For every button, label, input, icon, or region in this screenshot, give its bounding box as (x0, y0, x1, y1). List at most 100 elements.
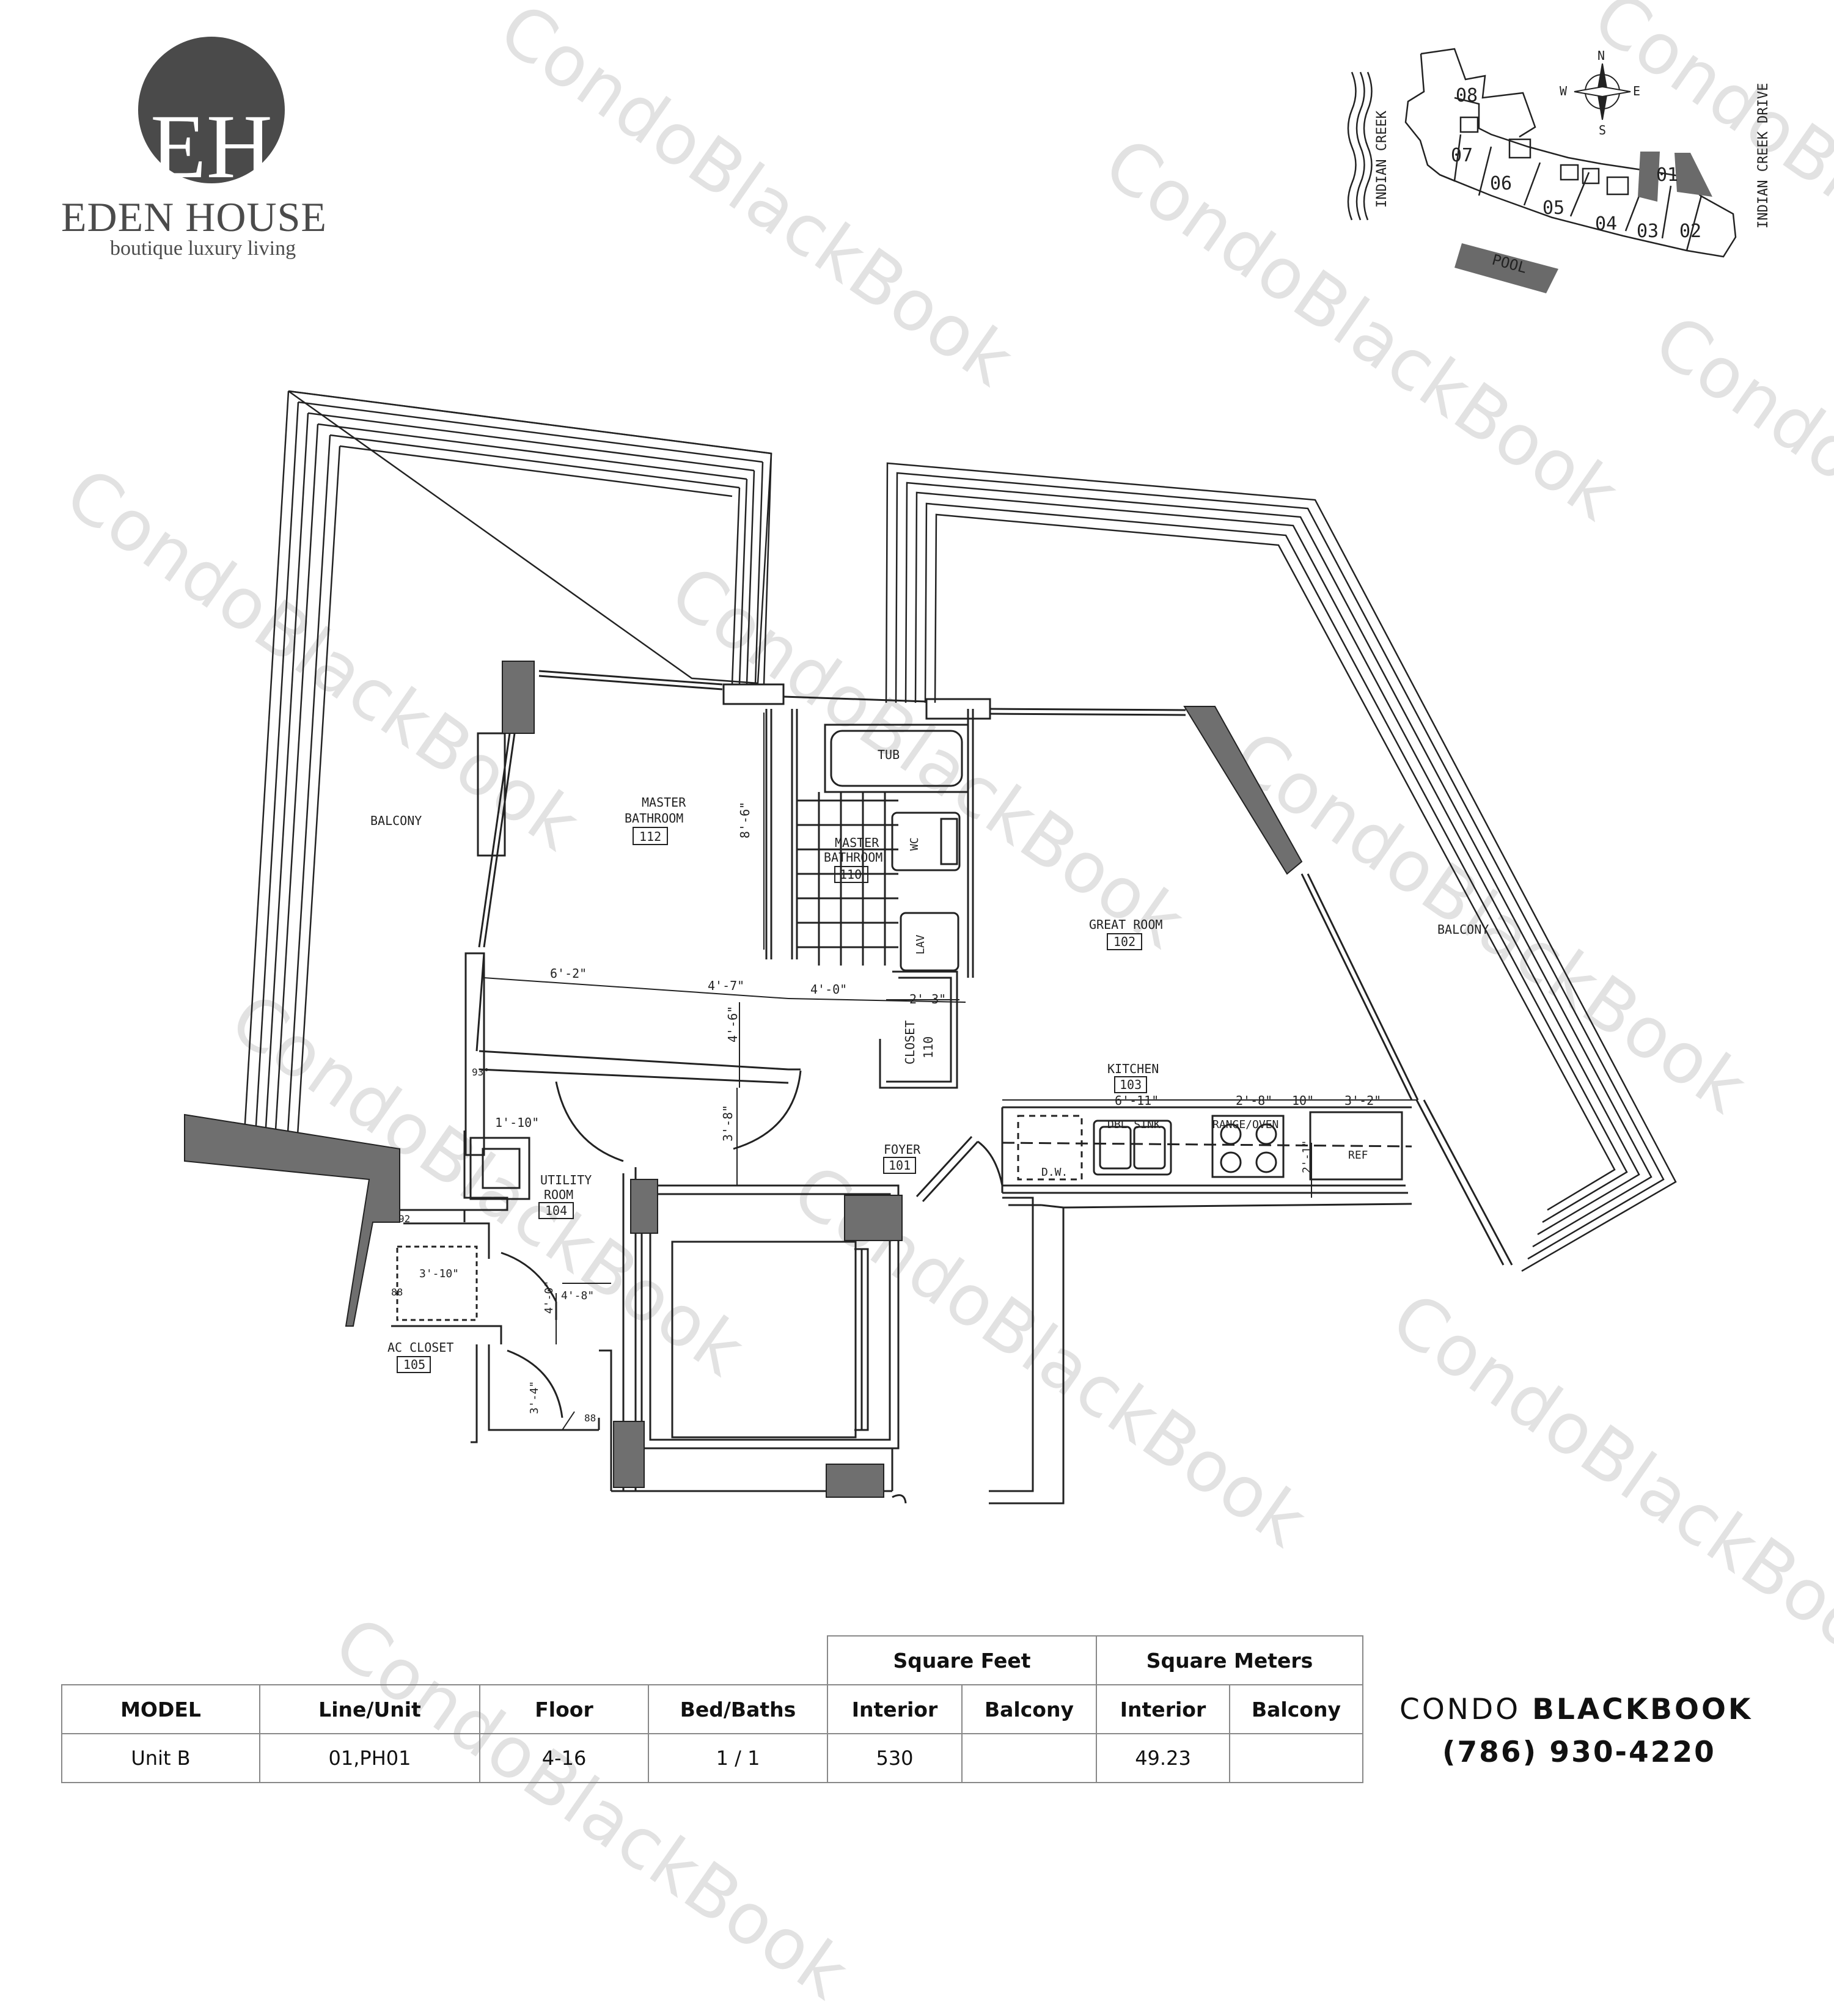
room-number: 104 (545, 1203, 567, 1218)
keyplan-unit: 05 (1542, 197, 1564, 219)
room-label: GREAT ROOM (1089, 917, 1162, 932)
dimension-label: 4'-0" (810, 982, 847, 997)
room-number: 103 (1120, 1077, 1142, 1092)
room-number: 110 (921, 1036, 936, 1058)
keyplan (1347, 48, 1737, 258)
table-header: Line/Unit (259, 1684, 480, 1734)
compass-icon (1574, 63, 1631, 120)
compass-north: N (1597, 48, 1605, 63)
exterior-wall (184, 1113, 400, 1327)
room-label: BALCONY (370, 813, 422, 828)
dimension-label: 8'-6" (738, 802, 752, 838)
keyplan-street-right: INDIAN CREEK DRIVE (1756, 83, 1771, 229)
left-balcony-railings (243, 390, 772, 1146)
table-header: Interior (827, 1684, 963, 1734)
room-number: 101 (889, 1158, 911, 1173)
logo-circle (138, 37, 285, 183)
table-header: MODEL (61, 1684, 260, 1734)
room-label: ROOM (544, 1187, 573, 1202)
right-balcony-railings (885, 462, 1677, 1272)
interior-walls (391, 670, 1513, 1505)
dimension-label: 2'-8" (1236, 1093, 1272, 1108)
keyplan-unit: 01 (1656, 164, 1678, 186)
table-cell: 1 / 1 (648, 1733, 828, 1783)
table-header: Interior (1096, 1684, 1230, 1734)
table-cell: 49.23 (1096, 1733, 1230, 1783)
room-label: UTILITY (540, 1173, 592, 1187)
keyplan-unit: 08 (1456, 85, 1478, 106)
compass-west: W (1560, 84, 1568, 98)
table-header: Balcony (961, 1684, 1097, 1734)
brand-subtitle: boutique luxury living (110, 237, 296, 260)
dimension-label: 4'-6" (725, 1006, 740, 1043)
contact-name-light: CONDO (1399, 1693, 1521, 1726)
keyplan-unit: 07 (1451, 145, 1473, 166)
room-label: CLOSET (903, 1021, 917, 1065)
room-label: MASTER (835, 835, 879, 850)
room-label: MASTER (642, 795, 686, 810)
room-number-box (397, 1356, 431, 1373)
table-cell: 4-16 (479, 1733, 649, 1783)
room-number-box (633, 827, 668, 845)
angle-label: 88 (391, 1286, 403, 1298)
keyplan-street-left: INDIAN CREEK (1374, 110, 1390, 208)
dimension-label: 4'-7" (708, 978, 744, 993)
brand-title: EDEN HOUSE (61, 194, 327, 240)
dimension-label: 1'-10" (495, 1115, 539, 1130)
room-number: 105 (403, 1357, 425, 1372)
spec-table: Square Feet Square Meters MODEL Line/Uni… (61, 1635, 1363, 1783)
keyplan-unit: 02 (1679, 221, 1701, 242)
fixture-label: D.W. (1041, 1166, 1068, 1179)
dimension-label: 6'-11" (1115, 1093, 1159, 1108)
room-number: 112 (639, 829, 661, 844)
dimension-label: 6'-2" (550, 966, 587, 981)
dimension-label: 2'-1" (1300, 1140, 1313, 1173)
room-label: FOYER (884, 1142, 921, 1157)
floor-plan: N S E W 08 07 06 05 04 03 02 01 POOL IND… (138, 37, 1771, 1505)
room-label: BATHROOM (824, 850, 882, 865)
room-label: AC CLOSET (387, 1340, 453, 1355)
contact-name: CONDO BLACKBOOK (1399, 1693, 1753, 1726)
angle-label: 88 (584, 1412, 596, 1424)
dimension-label: 4'-0" (543, 1281, 556, 1314)
angle-label: 93° (472, 1066, 490, 1078)
table-header: Floor (479, 1684, 649, 1734)
dimension-lines (483, 713, 1418, 1431)
compass-east: E (1633, 84, 1640, 98)
dimension-label: 10" (1292, 1093, 1314, 1108)
angle-label: 92 (398, 1213, 410, 1225)
table-header: Balcony (1229, 1684, 1363, 1734)
keyplan-unit: 04 (1595, 213, 1617, 235)
room-number-box (1114, 1076, 1147, 1093)
fixture-label: REF (1348, 1149, 1368, 1162)
dimension-label: 3'-4" (528, 1381, 541, 1414)
room-number-box (538, 1202, 574, 1219)
fixture-label: RANGE/OVEN (1212, 1118, 1278, 1131)
keyplan-highlight (1454, 152, 1712, 293)
room-number: 110 (840, 867, 862, 882)
dimension-label: 3'-8" (721, 1105, 735, 1142)
fixture-label: WC (908, 837, 921, 851)
dimension-label: 3'-10" (419, 1267, 459, 1280)
compass-south: S (1599, 123, 1606, 137)
room-label: KITCHEN (1107, 1061, 1159, 1076)
dimension-label: 2'-3" (909, 992, 946, 1006)
sqft-group-header: Square Feet (827, 1635, 1097, 1685)
room-number-box (1107, 933, 1142, 950)
room-label: BATHROOM (625, 811, 683, 826)
contact-phone: (786) 930-4220 (1442, 1736, 1716, 1769)
table-cell: Unit B (61, 1733, 260, 1783)
structural-columns (502, 661, 1303, 1498)
keyplan-unit: 03 (1637, 221, 1659, 242)
room-number: 102 (1113, 934, 1135, 949)
logo-monogram: EH (150, 96, 273, 197)
fixture-label: DBL SINK (1107, 1118, 1161, 1131)
table-header: Bed/Baths (648, 1684, 828, 1734)
keyplan-unit: 06 (1490, 173, 1512, 194)
room-label: BALCONY (1437, 922, 1489, 937)
dimension-label: 3'-2" (1344, 1093, 1381, 1108)
contact-name-bold: BLACKBOOK (1532, 1693, 1753, 1726)
fixture-label: LAV (914, 934, 927, 955)
room-number-box (883, 1157, 916, 1174)
table-cell: 01,PH01 (259, 1733, 480, 1783)
